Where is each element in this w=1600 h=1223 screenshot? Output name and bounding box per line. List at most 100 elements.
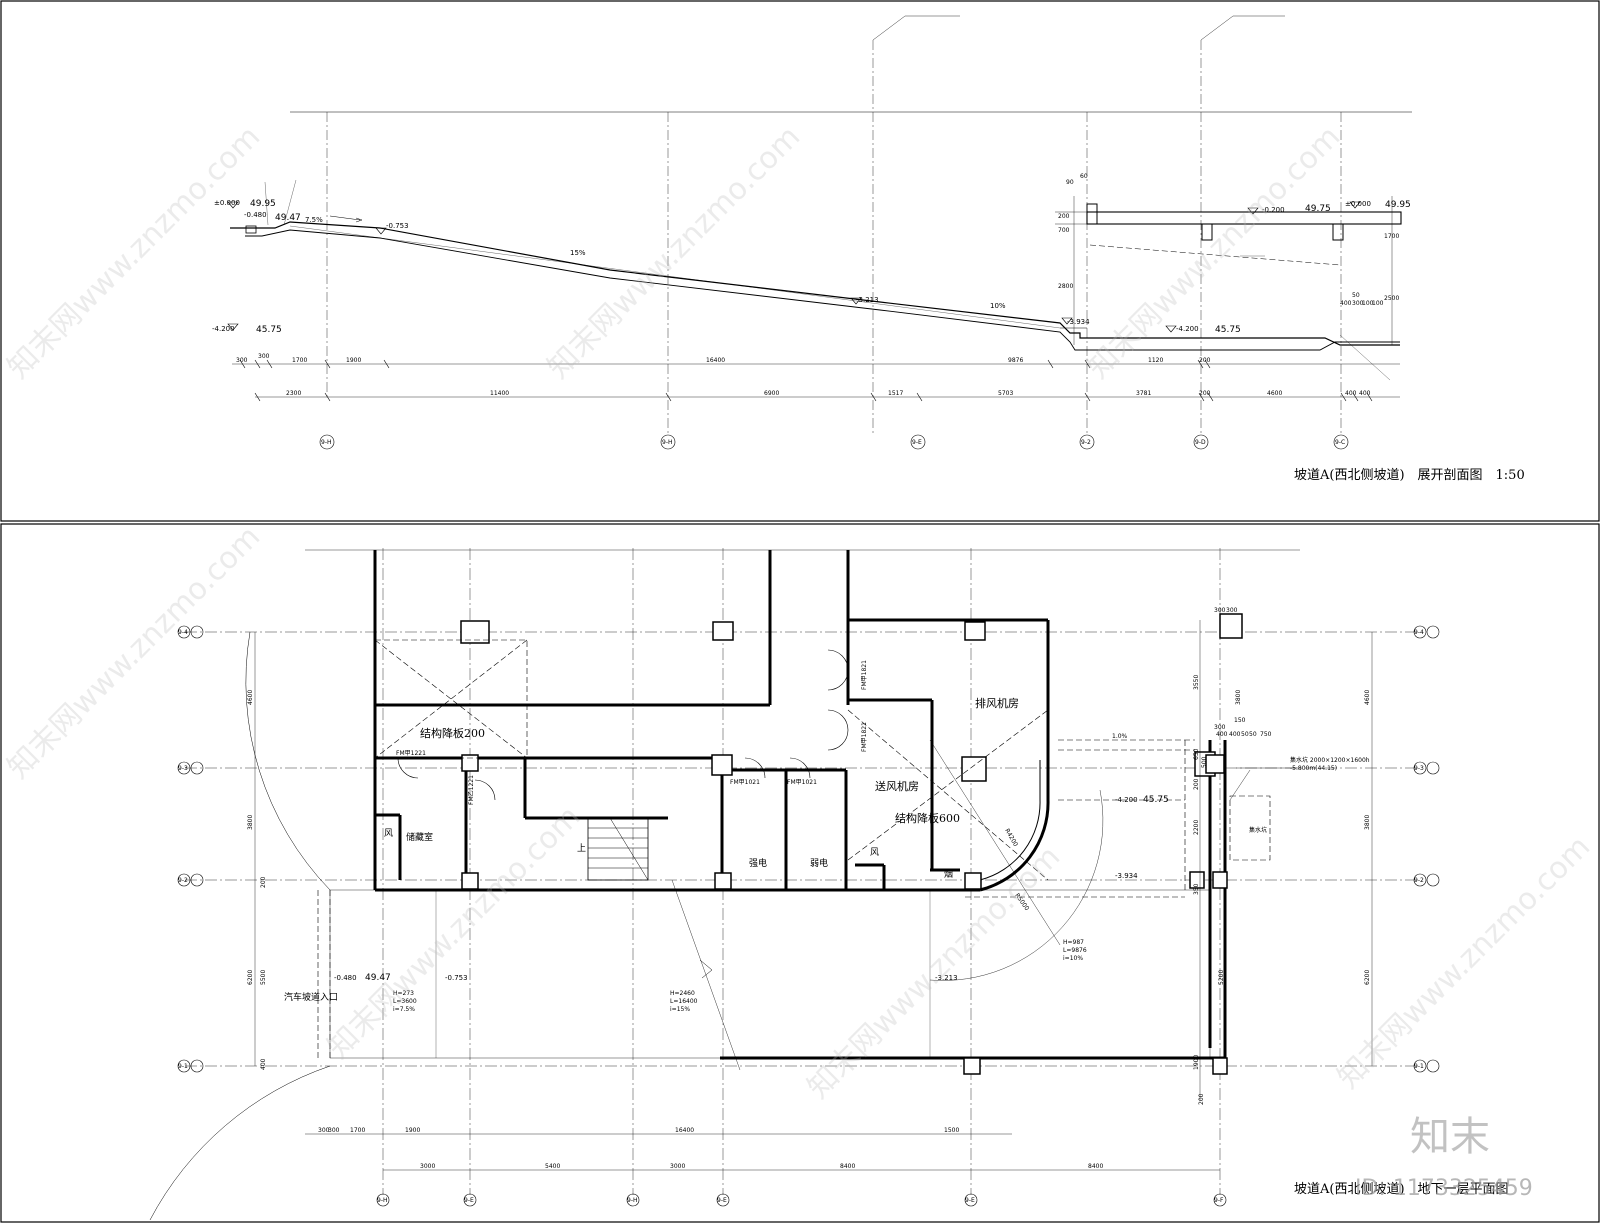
ramp-i: i=7.5% — [393, 1006, 415, 1013]
dim: 500 — [1201, 756, 1208, 768]
door-label: FM甲1821 — [861, 722, 868, 752]
dim: 2300 — [286, 390, 301, 397]
slope-small: 1.0% — [1112, 733, 1128, 740]
dim: 11400 — [490, 390, 509, 397]
dim: 3550 — [1193, 675, 1200, 690]
dim: 6200 — [1364, 970, 1371, 985]
ramp-i: i=15% — [670, 1006, 690, 1013]
slope-label: 10% — [990, 302, 1006, 310]
level-label: ±0.000 — [214, 199, 240, 207]
room-wind: 风 — [384, 828, 393, 839]
room-smoke: 烟 — [944, 868, 953, 880]
ramp-l: L=3600 — [393, 998, 417, 1005]
dim: 300 — [1214, 607, 1226, 614]
level-label: -0.480 — [244, 211, 267, 219]
dim: 400 — [1359, 390, 1371, 397]
axis-label: 9-1 — [1414, 1063, 1424, 1070]
dim: 650 — [1193, 748, 1200, 760]
axis-label: 9-C — [1335, 439, 1345, 446]
watermark-logo: 知末 — [1410, 1114, 1490, 1160]
axis-label: 9-2 — [1414, 877, 1424, 884]
dim: 1700 — [292, 357, 307, 364]
room-weak: 弱电 — [810, 857, 828, 869]
axis-label: 9-1 — [178, 1063, 188, 1070]
dim: 300 — [318, 1127, 330, 1134]
axis-label: 9-Н — [321, 439, 332, 446]
axis-label: 9-Е — [912, 439, 922, 446]
axis-label: 9-3 — [178, 765, 188, 772]
dim: 300 — [1214, 724, 1226, 731]
stair-up: 上 — [577, 843, 586, 854]
axis-label: 9-4 — [178, 629, 188, 636]
dim: 8400 — [1088, 1163, 1103, 1170]
slope-label: 15% — [570, 249, 586, 257]
dim: 400 — [1345, 390, 1357, 397]
dim: 200 — [1193, 778, 1200, 790]
dim: 300 — [1226, 607, 1238, 614]
door-label: FM甲1021 — [730, 779, 760, 786]
ramp-h: H=2460 — [670, 990, 695, 997]
slope-mark: -3.213 — [856, 296, 879, 304]
dim: 2200 — [1193, 820, 1200, 835]
dim: 16400 — [706, 357, 725, 364]
door-label: FM甲1221 — [396, 750, 426, 757]
dim: 400 — [260, 1058, 267, 1070]
axis-label: 9-Е — [717, 1197, 727, 1204]
level-abs: 49.75 — [1305, 204, 1331, 214]
axis-label: 9-2 — [1081, 439, 1091, 446]
level: 45.75 — [1143, 795, 1169, 805]
level: -3.934 — [1115, 872, 1138, 880]
room-wind2: 风 — [870, 847, 879, 858]
axis-label: 9-3 — [1414, 765, 1424, 772]
plan-frame — [0, 523, 1600, 1223]
section-title: 坡道A(西北侧坡道) 展开剖面图 1:50 — [1294, 468, 1525, 483]
dim: 1500 — [944, 1127, 959, 1134]
level-label: ±0.000 — [1345, 200, 1371, 208]
axis-label: 9-Н — [662, 439, 673, 446]
level: -0.753 — [445, 974, 468, 982]
dim: 6900 — [764, 390, 779, 397]
section-frame — [0, 0, 1600, 522]
dim: 300 — [1352, 300, 1364, 307]
ramp-i: i=10% — [1063, 955, 1083, 962]
level: 49.47 — [365, 973, 391, 983]
room-exhaust: 排风机房 — [975, 696, 1019, 710]
dim: 400 — [1229, 731, 1241, 738]
dim: 3800 — [1235, 690, 1242, 705]
dim: 100 — [1362, 300, 1374, 307]
level: -0.480 — [334, 974, 357, 982]
door-label: FM乙1221 — [468, 775, 475, 805]
section-texts: ±0.000 49.95 -0.480 49.47 -0.200 49.75 ±… — [212, 173, 1525, 483]
dim: 200 — [1199, 390, 1211, 397]
dim: 100 — [1372, 300, 1384, 307]
dim: 2800 — [1058, 283, 1073, 290]
axis-label: 9-Е — [464, 1197, 474, 1204]
sump-note: -5.800m(44.15) — [1290, 765, 1337, 772]
axis-label: 9-Н — [627, 1197, 638, 1204]
level-abs: 45.75 — [256, 325, 282, 335]
dim: 300 — [328, 1127, 340, 1134]
room-storage: 储藏室 — [406, 831, 433, 843]
dim: 4600 — [1364, 690, 1371, 705]
dim: 2500 — [1384, 295, 1399, 302]
slope-label: 7.5% — [305, 216, 323, 224]
axis-label: 9-D — [1195, 439, 1206, 446]
ramp-section — [227, 15, 1412, 450]
dim: 200 — [1199, 357, 1211, 364]
dim: 3000 — [420, 1163, 435, 1170]
structure-note: 结构降板600 — [895, 811, 960, 825]
plan-title: 坡道A(西北侧坡道) 地下一层平面图 — [1294, 1182, 1509, 1197]
dim: 60 — [1080, 173, 1088, 180]
dim: 3800 — [247, 815, 254, 830]
slope-mark: -3.934 — [1067, 318, 1090, 326]
dim: 50 — [1352, 292, 1360, 299]
plan-texts: 排风机房 送风机房 储藏室 强电 弱电 风 烟 风 上 汽车坡道入口 结构降板2… — [178, 607, 1509, 1204]
level: -4.200 — [1115, 796, 1138, 804]
dim: 16400 — [675, 1127, 694, 1134]
dim: 300 — [258, 353, 270, 360]
dim: 1900 — [405, 1127, 420, 1134]
dim: 700 — [1058, 227, 1070, 234]
dim: 1120 — [1148, 357, 1163, 364]
ramp-entrance: 汽车坡道入口 — [284, 991, 338, 1003]
dim: 300 — [236, 357, 248, 364]
